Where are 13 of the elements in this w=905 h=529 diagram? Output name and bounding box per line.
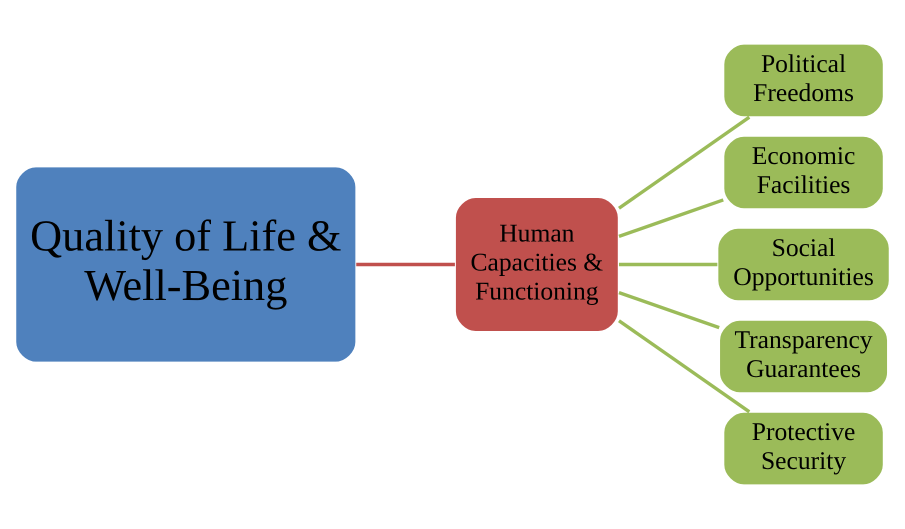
connector [356,262,455,266]
node-box: Protective Security [722,411,884,486]
connector [618,198,724,238]
node-box: Political Freedoms [722,42,884,118]
node-box: Human Capacities & Functioning [454,196,620,333]
node-box: Social Opportunities [716,227,890,302]
node-box: Economic Facilities [722,134,884,210]
connector [618,291,720,330]
node-box: Quality of Life & Well-Being [14,166,358,364]
connector [618,262,718,266]
connector [618,319,750,414]
node-box: Transparency Guarantees [718,319,889,394]
connector [618,116,750,210]
